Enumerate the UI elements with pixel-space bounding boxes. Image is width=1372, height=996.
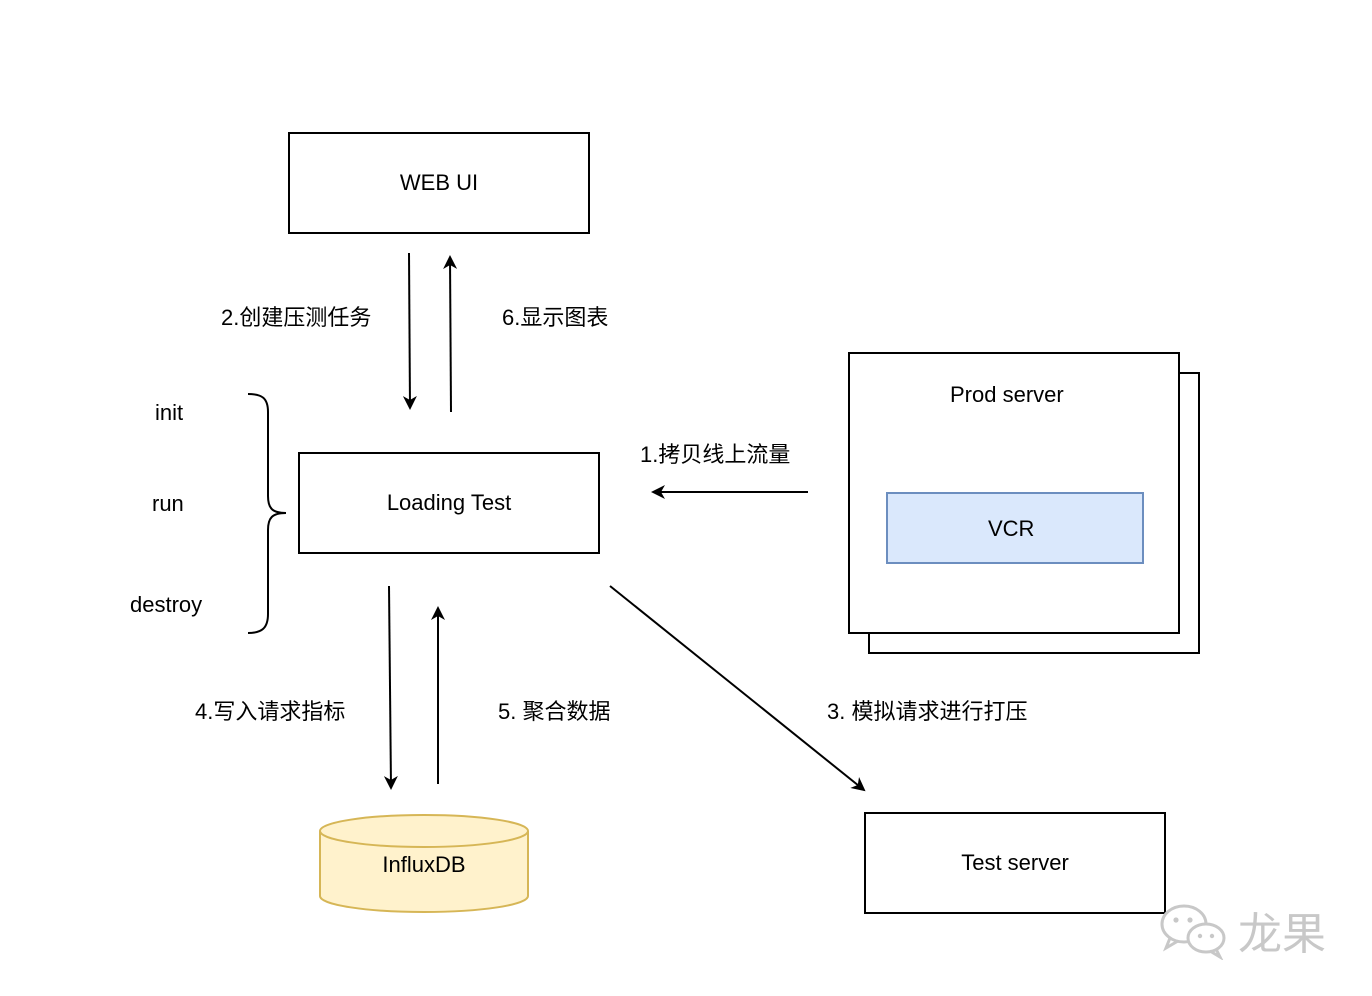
arrow-simulate: [609, 585, 866, 792]
influxdb-cylinder: [319, 814, 529, 913]
test-server-node: Test server: [864, 812, 1166, 914]
prod-server-label: Prod server: [950, 382, 1064, 407]
lifecycle-init: init: [155, 400, 184, 425]
edge-label-write-metrics: 4.写入请求指标: [195, 699, 346, 724]
watermark: 龙果: [1158, 898, 1326, 962]
vcr-box: [886, 492, 1144, 564]
loading-test-node: Loading Test: [298, 452, 600, 554]
web-ui-label: WEB UI: [399, 170, 479, 195]
watermark-text: 龙果: [1238, 910, 1326, 959]
web-ui-node: WEB UI: [288, 132, 590, 234]
vcr-label: VCR: [988, 516, 1035, 541]
edge-label-show-chart: 6.显示图表: [502, 305, 609, 330]
lifecycle-brace: [247, 393, 287, 634]
edge-label-copy-traffic: 1.拷贝线上流量: [640, 442, 791, 467]
arrow-write-metrics: [383, 585, 398, 790]
edge-label-create-task: 2.创建压测任务: [221, 305, 372, 330]
lifecycle-run: run: [152, 491, 184, 516]
lifecycle-destroy: destroy: [130, 592, 203, 617]
test-server-label: Test server: [961, 850, 1069, 875]
edge-label-simulate: 3. 模拟请求进行打压: [827, 699, 1028, 724]
wechat-icon: [1160, 904, 1226, 960]
arrow-show-chart: [443, 255, 458, 413]
loading-test-label: Loading Test: [386, 490, 512, 515]
edge-label-aggregate: 5. 聚合数据: [498, 699, 611, 724]
influxdb-label: InfluxDB: [382, 852, 466, 877]
arrow-create-task: [402, 252, 417, 410]
